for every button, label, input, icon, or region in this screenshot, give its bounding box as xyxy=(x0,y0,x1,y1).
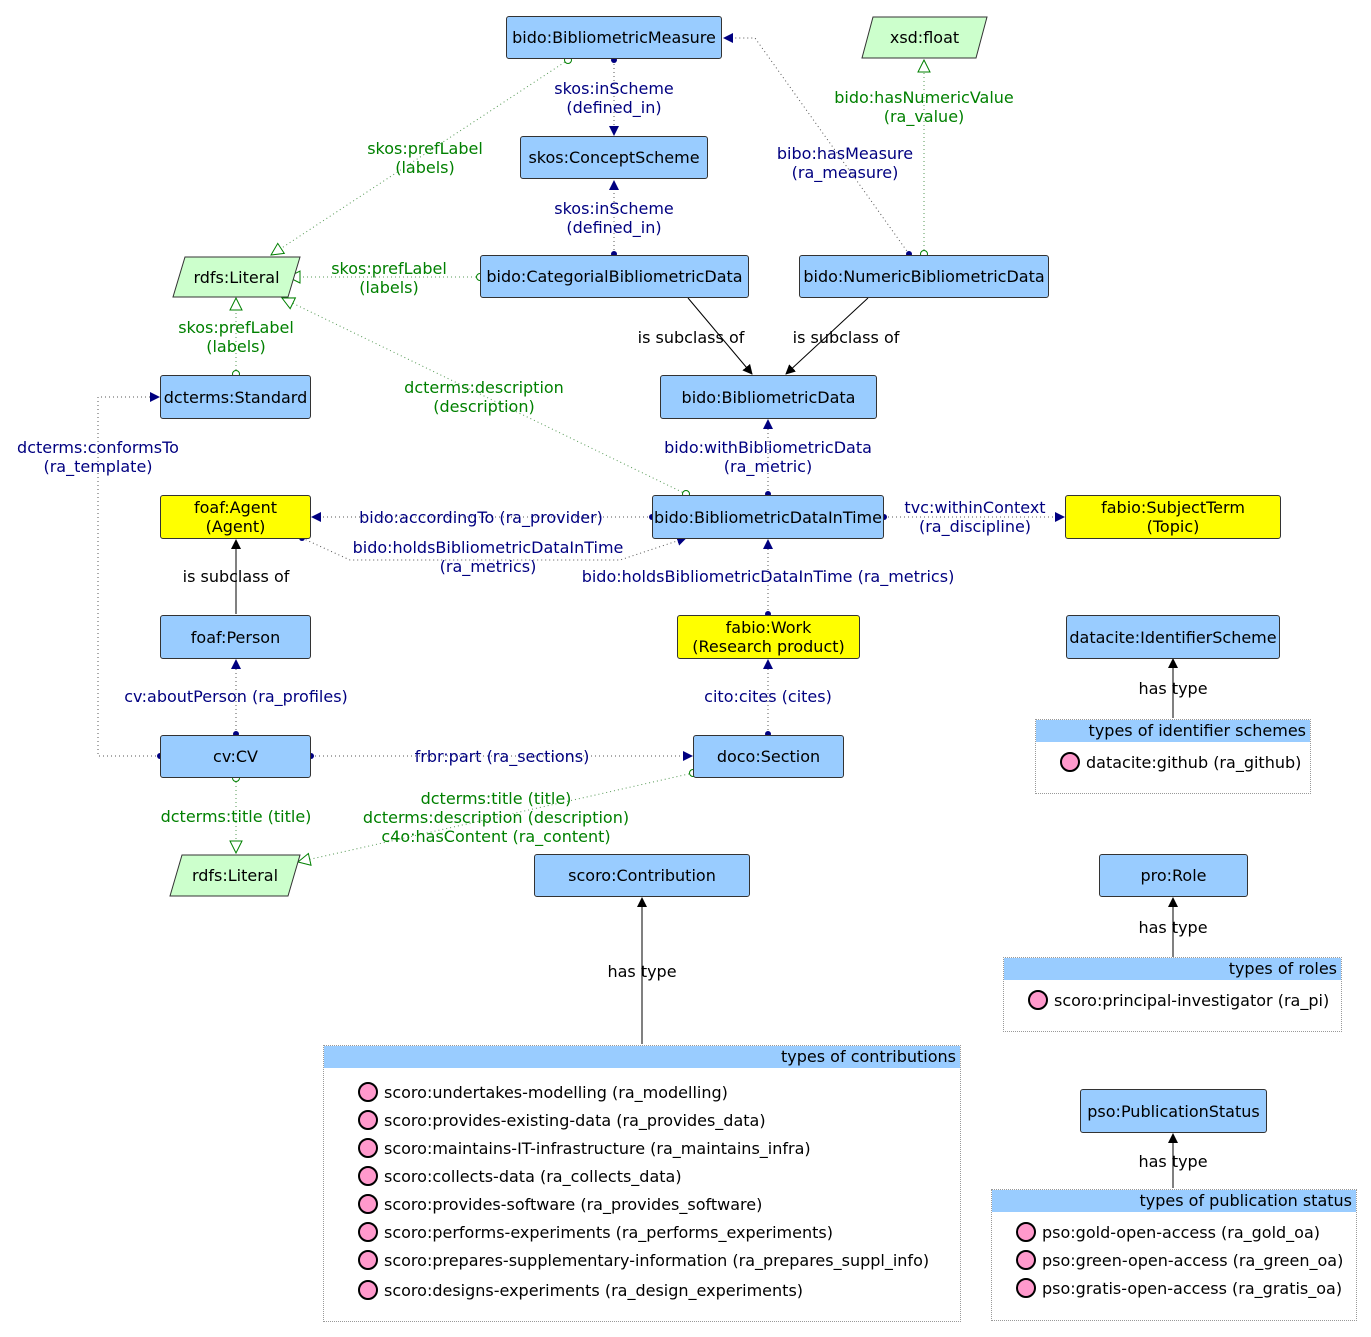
individual-item: pso:green-open-access (ra_green_oa) xyxy=(1016,1246,1356,1274)
label-dcterms-title: dcterms:title (title) xyxy=(160,807,312,826)
individual-icon xyxy=(358,1222,378,1242)
box-title: types of identifier schemes xyxy=(1036,720,1310,742)
individual-icon xyxy=(1016,1250,1036,1270)
individual-item: pso:gold-open-access (ra_gold_oa) xyxy=(1016,1218,1356,1246)
label-preflabel-1: skos:prefLabel(labels) xyxy=(367,139,483,177)
label-with-bibliometric-data: bido:withBibliometricData(ra_metric) xyxy=(664,438,872,476)
label-according-to: bido:accordingTo (ra_provider) xyxy=(359,508,603,527)
individual-icon xyxy=(358,1110,378,1130)
individual-item: scoro:provides-existing-data (ra_provide… xyxy=(358,1106,960,1134)
individual-icon xyxy=(358,1280,378,1300)
node-rdfs-literal-bottom: rdfs:Literal xyxy=(169,854,301,897)
node-doco-section: doco:Section xyxy=(693,735,844,778)
box-roles: types of roles scoro:principal-investiga… xyxy=(1003,957,1342,1032)
label-subclass-2: is subclass of xyxy=(792,328,900,347)
node-numeric-data: bido:NumericBibliometricData xyxy=(799,255,1049,298)
individual-item: scoro:principal-investigator (ra_pi) xyxy=(1028,986,1341,1014)
label-has-type-4: has type xyxy=(1138,1152,1208,1171)
individual-icon xyxy=(358,1194,378,1214)
label-section-props: dcterms:title (title)dcterms:description… xyxy=(362,789,630,846)
label-within-context: tvc:withinContext(ra_discipline) xyxy=(904,498,1046,536)
label-holds-2: bido:holdsBibliometricDataInTime (ra_met… xyxy=(581,567,955,586)
individual-item: scoro:performs-experiments (ra_performs_… xyxy=(358,1218,960,1246)
node-foaf-person: foaf:Person xyxy=(160,615,311,659)
label-has-numeric-value: bido:hasNumericValue(ra_value) xyxy=(834,88,1014,126)
label-about-person: cv:aboutPerson (ra_profiles) xyxy=(124,687,348,706)
box-title: types of contributions xyxy=(324,1046,960,1068)
label-description: dcterms:description(description) xyxy=(404,378,564,416)
label-has-type-3: has type xyxy=(1138,918,1208,937)
individual-icon xyxy=(1016,1222,1036,1242)
node-rdfs-literal-top: rdfs:Literal xyxy=(172,256,301,298)
individual-item: scoro:maintains-IT-infrastructure (ra_ma… xyxy=(358,1134,960,1162)
label-preflabel-3: skos:prefLabel(labels) xyxy=(178,318,294,356)
node-foaf-agent: foaf:Agent(Agent) xyxy=(160,495,311,539)
node-contribution: scoro:Contribution xyxy=(534,854,750,897)
label-subclass-1: is subclass of xyxy=(637,328,745,347)
label-has-measure: bibo:hasMeasure(ra_measure) xyxy=(776,144,914,182)
individual-icon xyxy=(358,1250,378,1270)
label-cito-cites: cito:cites (cites) xyxy=(704,687,832,706)
node-pro-role: pro:Role xyxy=(1099,854,1248,897)
individual-icon xyxy=(358,1082,378,1102)
individual-item: scoro:undertakes-modelling (ra_modelling… xyxy=(358,1078,960,1106)
node-concept-scheme: skos:ConceptScheme xyxy=(520,136,708,179)
individual-icon xyxy=(1028,990,1048,1010)
node-data-in-time: bido:BibliometricDataInTime xyxy=(652,495,884,539)
node-xsd-float: xsd:float xyxy=(861,16,988,59)
individual-icon xyxy=(1016,1278,1036,1298)
node-subject-term: fabio:SubjectTerm(Topic) xyxy=(1065,495,1281,539)
label-subclass-3: is subclass of xyxy=(182,567,290,586)
label-frbr-part: frbr:part (ra_sections) xyxy=(414,747,590,766)
individual-item: scoro:designs-experiments (ra_design_exp… xyxy=(358,1274,960,1306)
label-inscheme-2: skos:inScheme(defined_in) xyxy=(554,199,674,237)
label-has-type-1: has type xyxy=(1138,679,1208,698)
node-cv: cv:CV xyxy=(160,735,311,778)
node-bibliometric-data: bido:BibliometricData xyxy=(660,375,877,419)
individual-icon xyxy=(358,1166,378,1186)
individual-item: scoro:prepares-supplementary-information… xyxy=(358,1246,960,1274)
individual-icon xyxy=(358,1138,378,1158)
edge-subclass-numeric xyxy=(785,297,869,375)
label-inscheme-1: skos:inScheme(defined_in) xyxy=(554,79,674,117)
individual-item: pso:gratis-open-access (ra_gratis_oa) xyxy=(1016,1274,1356,1302)
box-contributions: types of contributions scoro:undertakes-… xyxy=(323,1045,961,1322)
node-fabio-work: fabio:Work(Research product) xyxy=(677,615,860,659)
box-title: types of roles xyxy=(1004,958,1341,980)
label-holds-1: bido:holdsBibliometricDataInTime(ra_metr… xyxy=(352,538,624,576)
individual-item: datacite:github (ra_github) xyxy=(1060,748,1310,776)
node-bibliometric-measure: bido:BibliometricMeasure xyxy=(506,16,722,59)
box-identifier-schemes: types of identifier schemes datacite:git… xyxy=(1035,719,1311,794)
label-has-type-2: has type xyxy=(607,962,677,981)
label-conforms-to: dcterms:conformsTo(ra_template) xyxy=(17,438,179,476)
edge-subclass-categorial xyxy=(687,297,753,375)
node-identifier-scheme: datacite:IdentifierScheme xyxy=(1066,615,1280,659)
box-title: types of publication status xyxy=(992,1190,1356,1212)
node-categorial-data: bido:CategorialBibliometricData xyxy=(480,255,749,298)
box-publication-status: types of publication status pso:gold-ope… xyxy=(991,1189,1357,1321)
individual-icon xyxy=(1060,752,1080,772)
node-publication-status: pso:PublicationStatus xyxy=(1080,1089,1267,1133)
individual-item: scoro:provides-software (ra_provides_sof… xyxy=(358,1190,960,1218)
label-preflabel-2: skos:prefLabel(labels) xyxy=(331,259,447,297)
individual-item: scoro:collects-data (ra_collects_data) xyxy=(358,1162,960,1190)
node-dcterms-standard: dcterms:Standard xyxy=(160,375,311,419)
